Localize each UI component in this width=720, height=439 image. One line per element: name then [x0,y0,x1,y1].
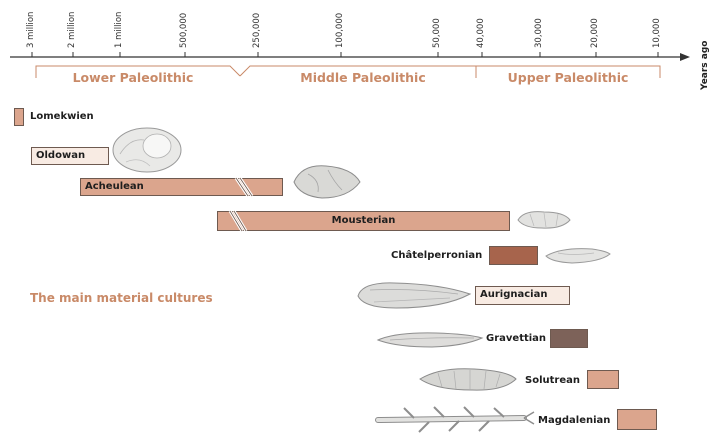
tick-label: 1 million [114,11,124,48]
tick-label: 250,000 [252,12,262,48]
tick-label: 10,000 [652,18,662,48]
solutrean-bar [587,370,619,389]
oldowan-label: Oldowan [36,150,86,161]
acheulean-label: Acheulean [85,181,144,192]
axis-title: Years ago [700,40,710,91]
magdalenian-bar [617,409,657,430]
tick-label: 100,000 [335,12,345,48]
tick-label: 40,000 [476,18,486,48]
aurignacian-label: Aurignacian [480,289,548,300]
tick-label: 50,000 [432,18,442,48]
tick-label: 20,000 [590,18,600,48]
diagram-subtitle: The main material cultures [30,291,213,305]
acheulean-break-mark [234,177,254,197]
timeline-axis [10,52,690,78]
tick-label: 500,000 [179,12,189,48]
mousterian-label: Mousterian [331,215,396,226]
period-lower-paleolithic: Lower Paleolithic [72,70,194,85]
tick-label: 2 million [67,11,77,48]
aurignacian-bar: Aurignacian [475,286,570,305]
acheulean-handaxe-icon [293,165,361,199]
magdalenian-harpoon-icon [375,406,535,433]
oldowan-pebble-tool-icon [112,127,182,173]
tick-label: 30,000 [534,18,544,48]
gravettian-bar [550,329,588,348]
period-middle-paleolithic: Middle Paleolithic [300,70,426,85]
mousterian-bar: Mousterian [217,211,510,231]
lomekwien-bar [14,108,24,126]
gravettian-point-icon [376,332,484,348]
lomekwien-label: Lomekwien [30,111,94,122]
aurignacian-blade-icon [357,282,472,309]
acheulean-bar: Acheulean [80,178,283,196]
gravettian-label: Gravettian [486,333,547,344]
chatelperronian-bar [489,246,538,265]
period-upper-paleolithic: Upper Paleolithic [507,70,629,85]
tick-label: 3 million [26,11,36,48]
solutrean-label: Solutrean [525,375,580,386]
oldowan-bar: Oldowan [31,147,109,165]
mousterian-break-mark [228,210,248,232]
chatelperronian-point-icon [545,248,611,264]
solutrean-leaf-point-icon [419,368,517,391]
chatelperronian-label: Châtelperronian [391,250,483,261]
mousterian-scraper-icon [517,211,571,229]
magdalenian-label: Magdalenian [538,415,611,426]
